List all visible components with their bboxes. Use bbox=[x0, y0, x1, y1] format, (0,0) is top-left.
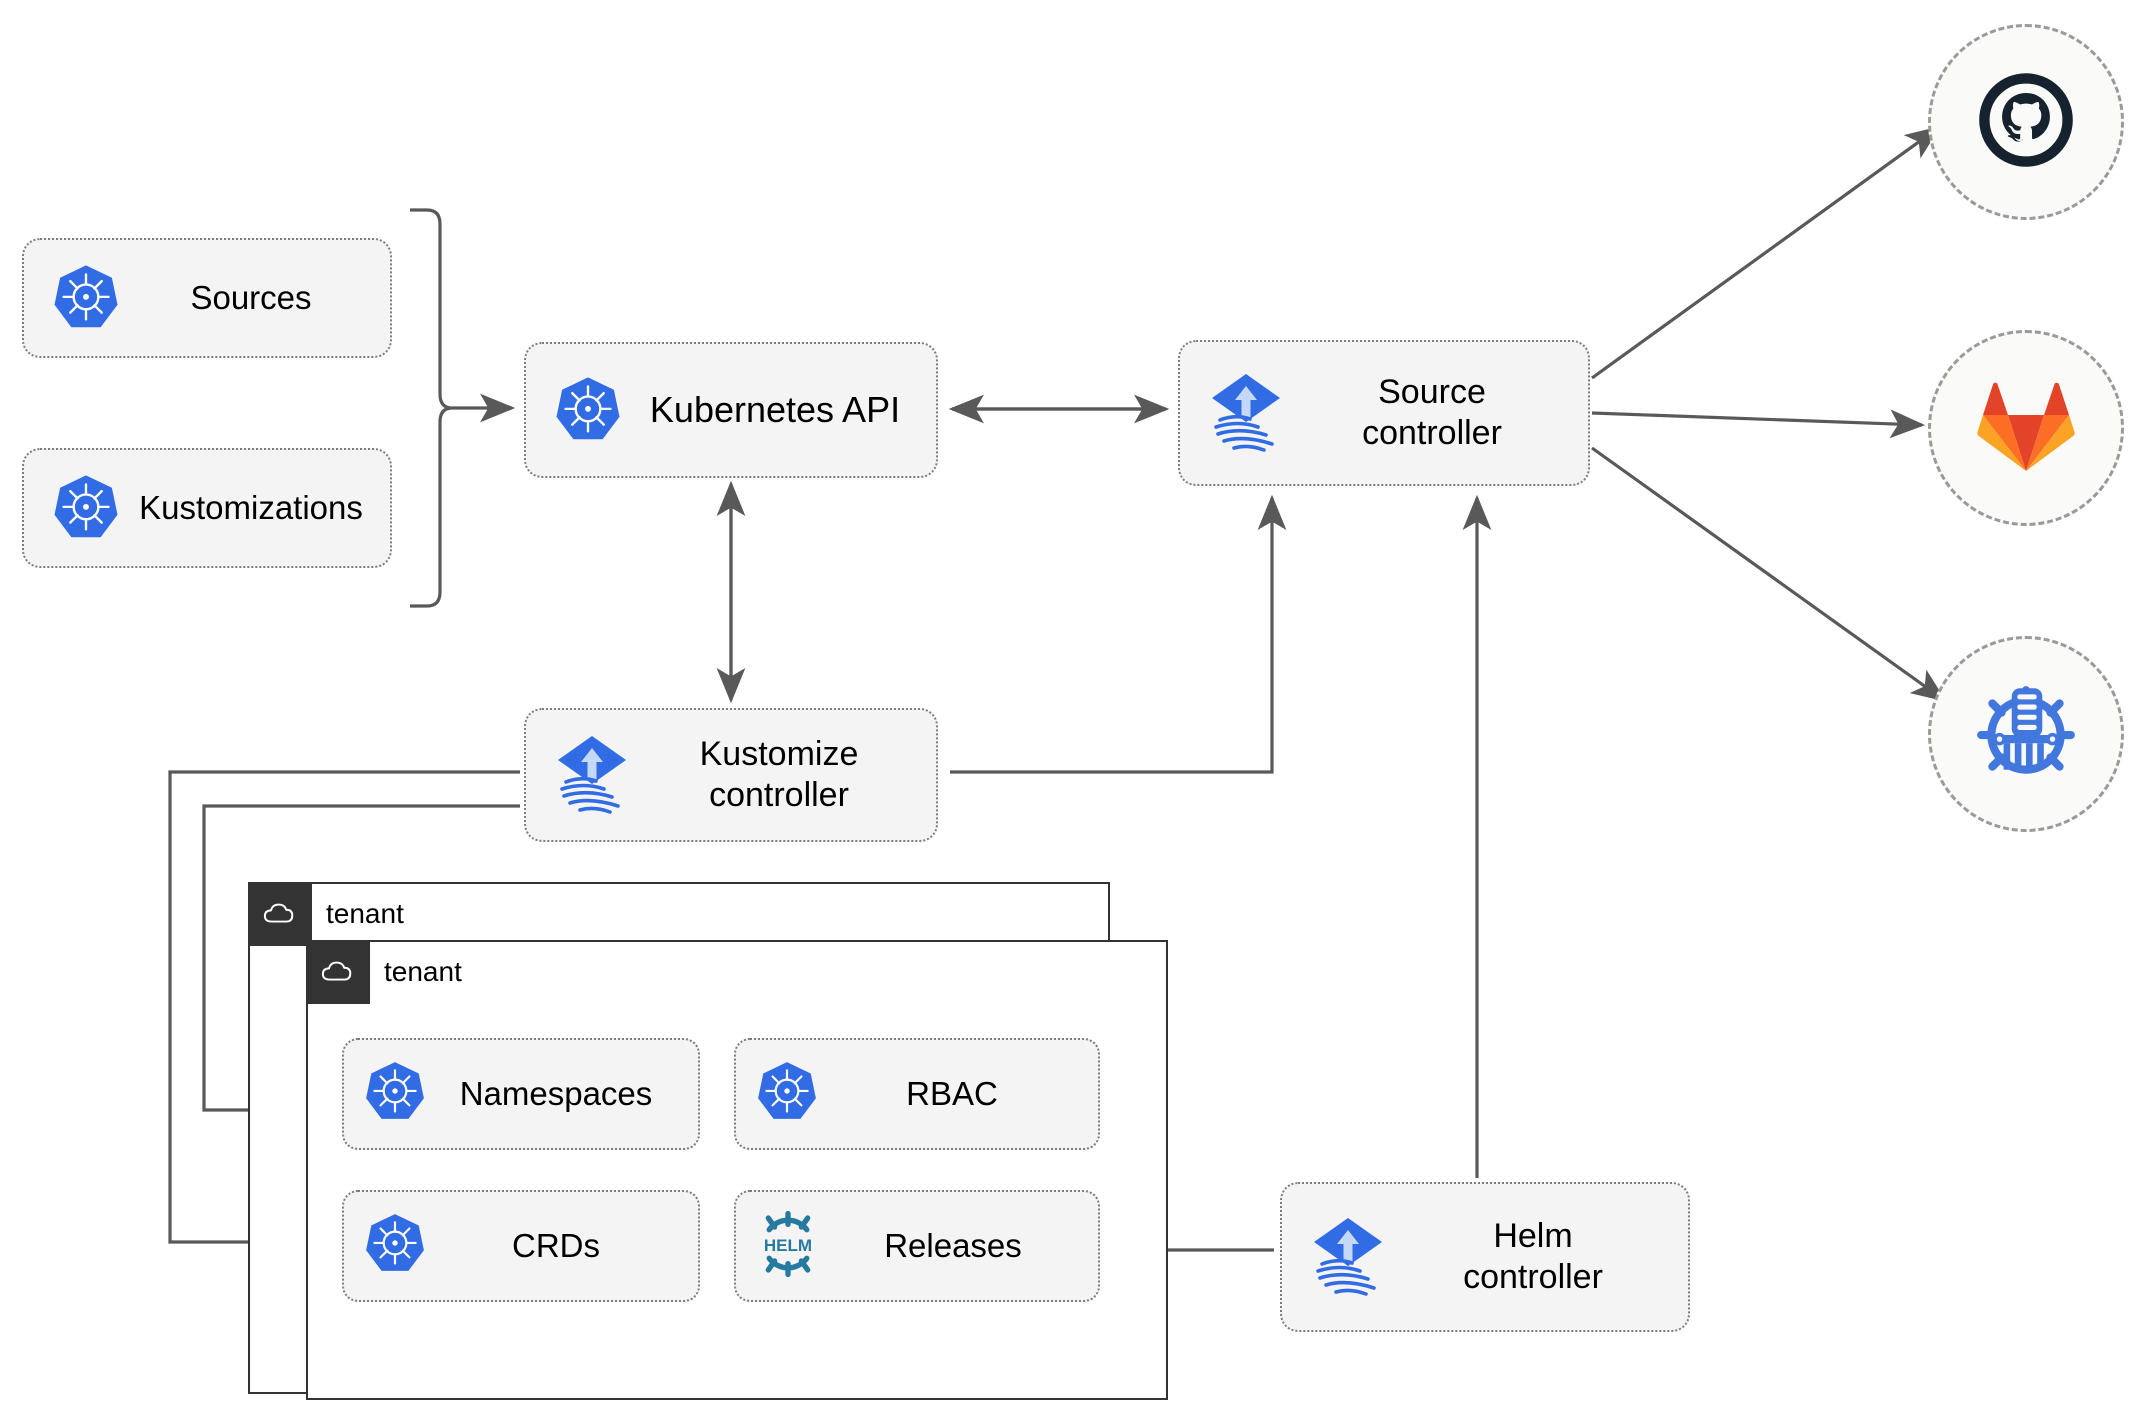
node-rbac[interactable]: RBAC bbox=[734, 1038, 1100, 1150]
node-helm-repository[interactable] bbox=[1928, 636, 2124, 832]
node-releases-label: Releases bbox=[884, 1227, 1022, 1264]
node-kustomizations-label: Kustomizations bbox=[139, 489, 363, 527]
node-sources[interactable]: Sources bbox=[22, 238, 392, 358]
node-releases[interactable]: HELM Releases bbox=[734, 1190, 1100, 1302]
node-kustomizations[interactable]: Kustomizations bbox=[22, 448, 392, 568]
helm-icon: HELM bbox=[754, 1210, 822, 1283]
kubernetes-icon bbox=[754, 1059, 820, 1130]
node-github[interactable] bbox=[1928, 24, 2124, 220]
node-namespaces-label: Namespaces bbox=[459, 1075, 653, 1112]
kubernetes-icon bbox=[362, 1211, 428, 1282]
gitlab-icon bbox=[1976, 379, 2076, 478]
github-icon bbox=[1974, 68, 2078, 177]
node-kubernetes-api-label: Kubernetes API bbox=[649, 389, 901, 431]
kubernetes-icon bbox=[50, 472, 122, 544]
edge-srcctrl-helmrepo bbox=[1591, 446, 1947, 702]
kubernetes-icon bbox=[50, 262, 122, 334]
tenant-label: tenant bbox=[384, 956, 462, 987]
node-sources-label: Sources bbox=[190, 279, 312, 317]
node-kubernetes-api[interactable]: Kubernetes API bbox=[524, 342, 938, 478]
flux-icon bbox=[552, 732, 632, 818]
node-rbac-label: RBAC bbox=[906, 1075, 998, 1112]
flux-icon bbox=[1206, 370, 1286, 456]
edge-srcctrl-gitlab bbox=[1591, 409, 1926, 439]
node-crds[interactable]: CRDs bbox=[342, 1190, 700, 1302]
cloud-icon bbox=[247, 881, 312, 946]
node-gitlab[interactable] bbox=[1928, 330, 2124, 526]
node-helm-controller[interactable]: Helm controller bbox=[1280, 1182, 1690, 1332]
kubernetes-icon bbox=[362, 1059, 428, 1130]
node-kustomize-controller-label: Kustomize controller bbox=[699, 735, 859, 814]
kubernetes-icon bbox=[552, 374, 624, 446]
tenant-frame-front[interactable]: tenant bbox=[305, 939, 1168, 1400]
edge-brace bbox=[410, 208, 453, 608]
svg-text:HELM: HELM bbox=[764, 1236, 812, 1255]
node-kustomize-controller[interactable]: Kustomize controller bbox=[524, 708, 938, 842]
edge-kustctrl-srcctrl bbox=[950, 494, 1287, 774]
node-source-controller-label: Source controller bbox=[1362, 373, 1502, 452]
node-source-controller[interactable]: Source controller bbox=[1178, 340, 1590, 486]
tenant-label: tenant bbox=[326, 898, 404, 929]
flux-icon bbox=[1308, 1214, 1388, 1300]
cloud-icon bbox=[305, 939, 370, 1004]
node-helm-controller-label: Helm controller bbox=[1463, 1217, 1603, 1296]
helm-repository-icon bbox=[1970, 676, 2082, 793]
node-crds-label: CRDs bbox=[512, 1227, 600, 1264]
edge-srcctrl-github bbox=[1591, 126, 1941, 380]
node-namespaces[interactable]: Namespaces bbox=[342, 1038, 700, 1150]
